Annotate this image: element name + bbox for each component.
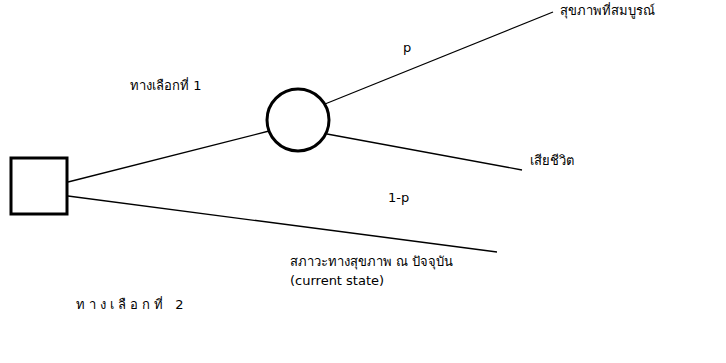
option-label: ทางเลือกที่ 1 [130,78,201,95]
outcome-text: สภาวะทางสุขภาพ ณ ปัจจุบัน (current state… [290,253,495,291]
outcome-text: สภาวะทางสุขภาพ ณ ปัจจุบัน (current state… [290,253,495,291]
branch-line [68,131,269,182]
branch-line [68,196,497,252]
outcome-text: เสียชีวิต [530,152,574,171]
option-label: ทางเลือกที่ 2 [76,297,187,314]
decision-square [11,158,67,214]
outcome-text: สุขภาพที่สมบูรณ์ [560,2,655,21]
probability-label: p [403,40,411,57]
outcome-text: สุขภาพที่สมบูรณ์ [560,2,655,21]
chance-circle [267,89,329,151]
probability-label: 1-p [388,190,409,207]
branch-line [325,12,553,104]
branch-line [327,134,522,170]
outcome-text: เสียชีวิต [530,152,574,171]
